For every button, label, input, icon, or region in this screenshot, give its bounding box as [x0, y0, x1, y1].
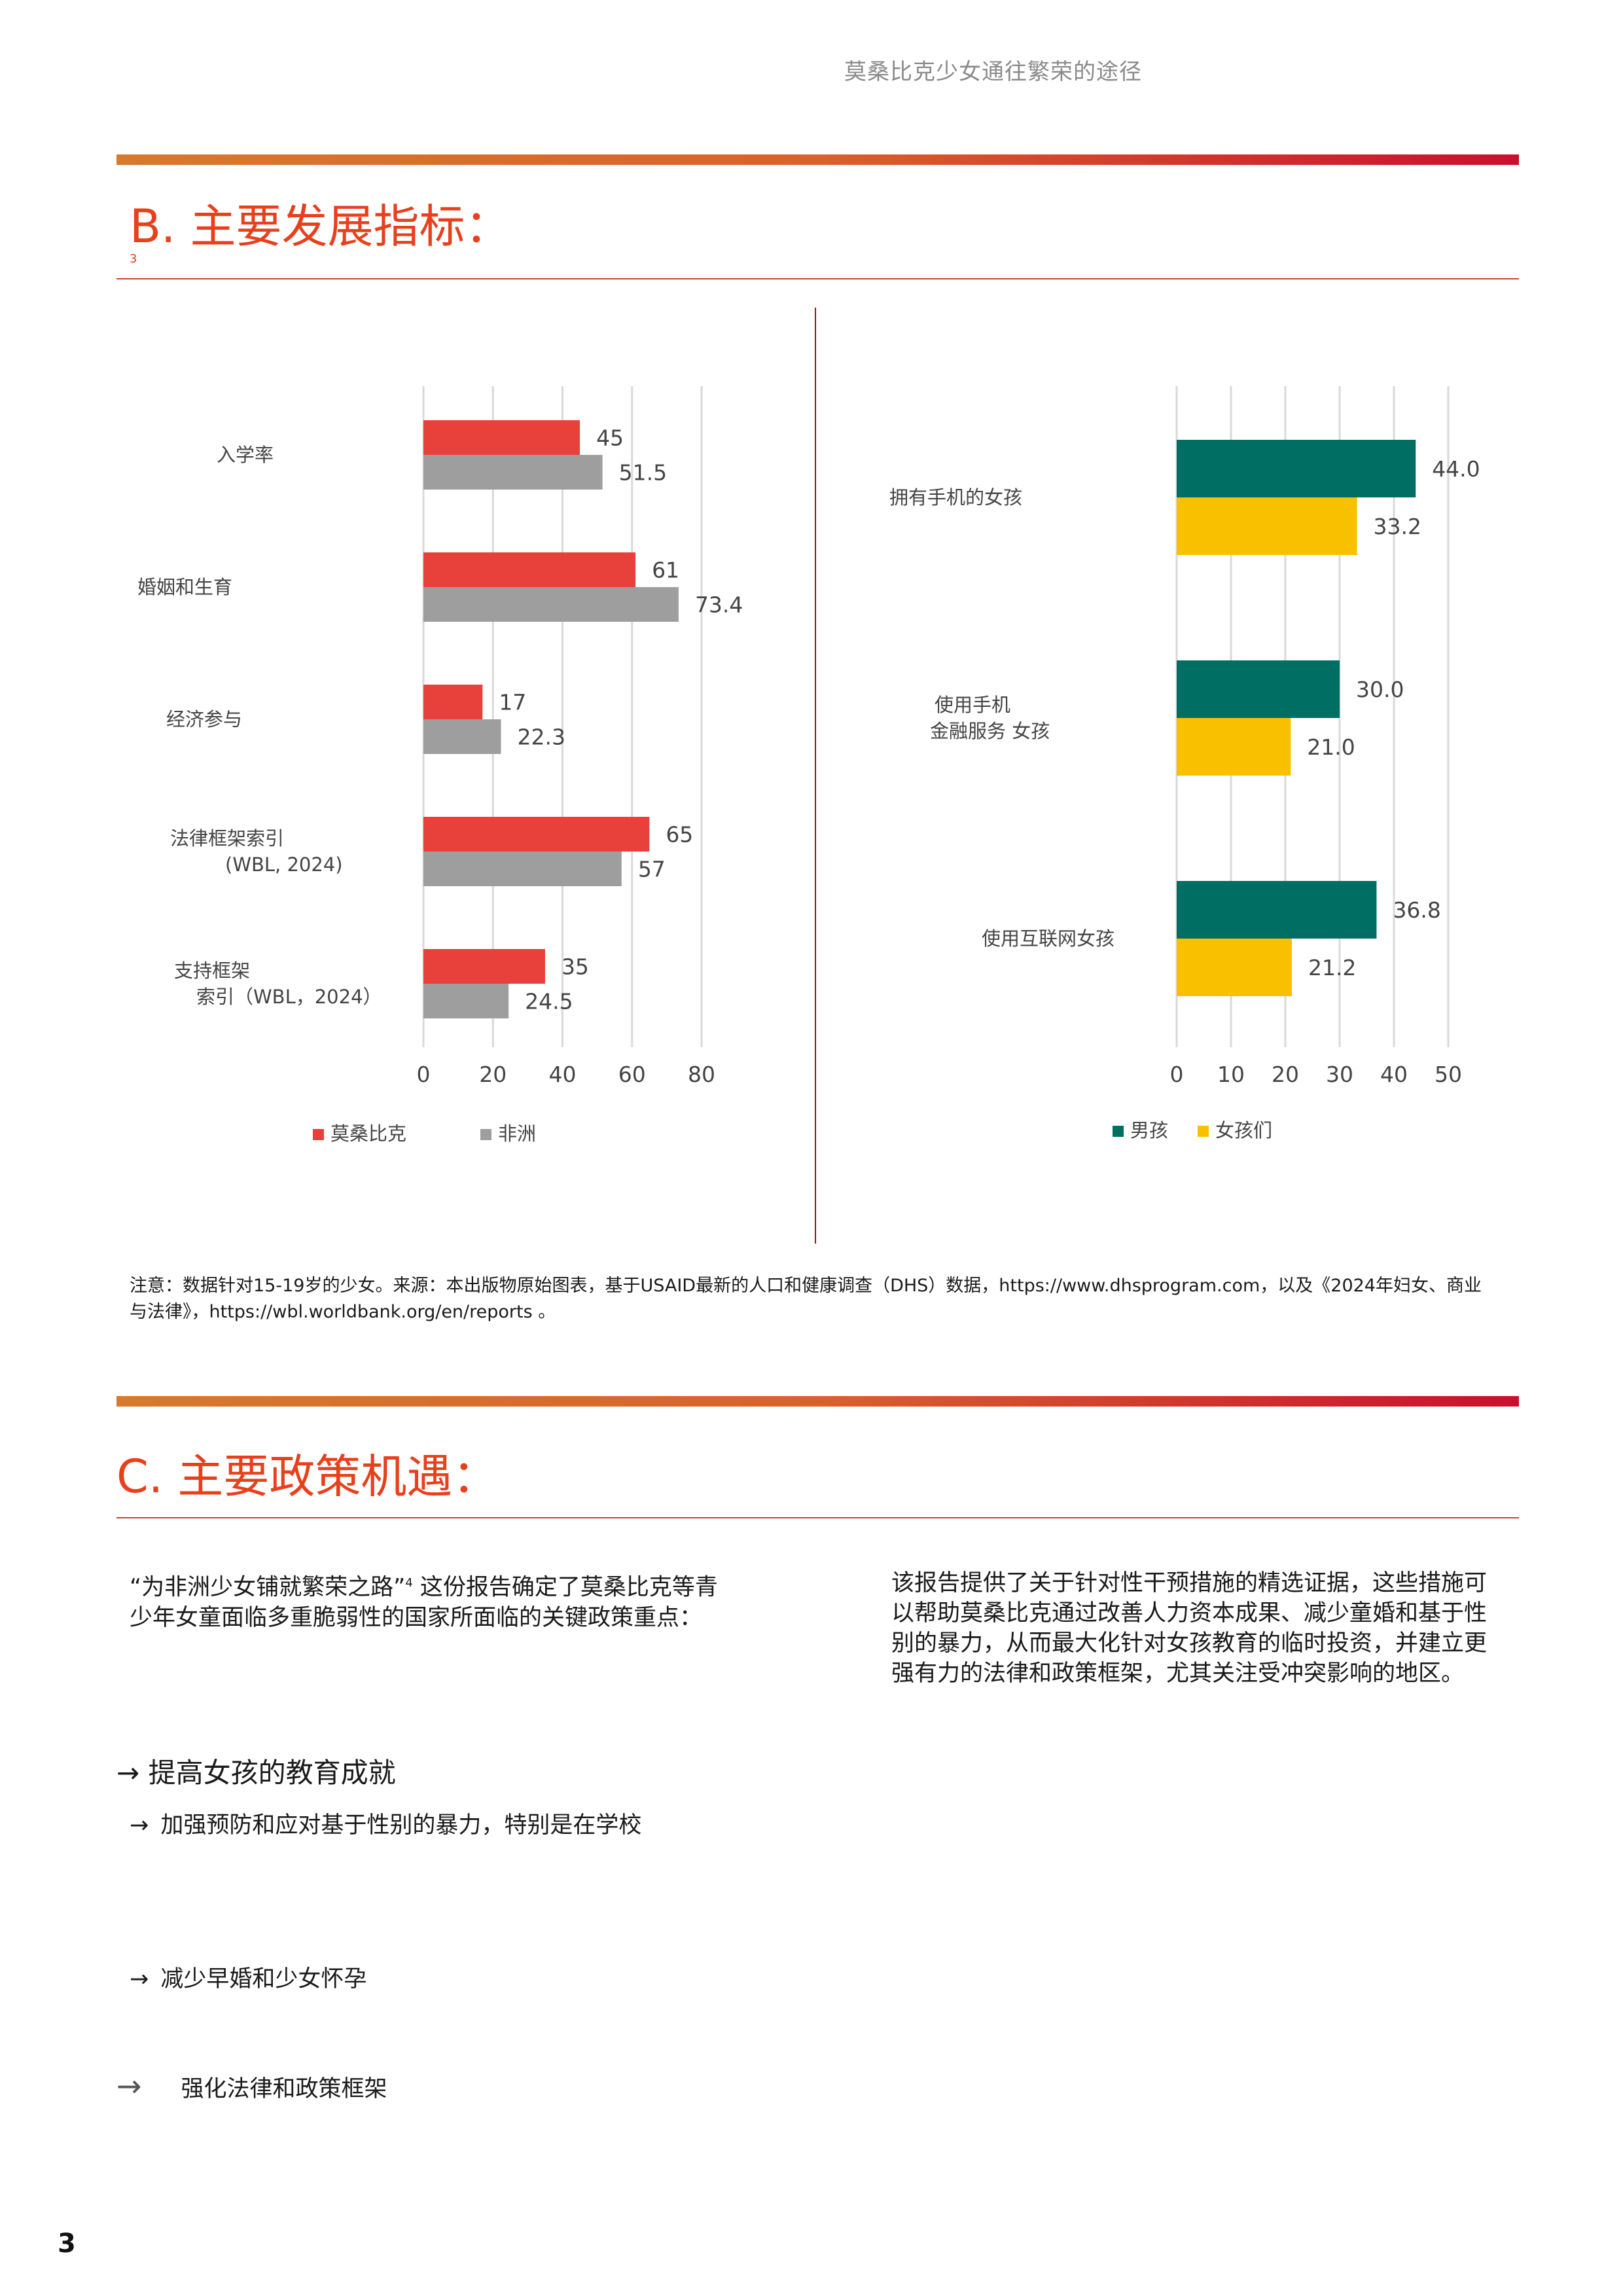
arrow-right-icon: → — [116, 1757, 140, 1789]
running-title: 莫桑比克少女通往繁荣的途径 — [844, 59, 1142, 85]
category-label: 入学率 — [217, 444, 274, 466]
section-c-intro: “为非洲少女铺就繁荣之路”4 这份报告确定了莫桑比克等青少年女童面临多重脆弱性的… — [130, 1568, 732, 1633]
bar — [423, 984, 509, 1018]
category-label: 支持框架 — [174, 960, 250, 982]
x-tick-label: 10 — [1217, 1062, 1245, 1087]
bar — [1177, 440, 1416, 497]
bar — [423, 587, 679, 622]
bar — [423, 552, 636, 587]
data-label: 24.5 — [525, 989, 573, 1014]
data-label: 45 — [596, 425, 624, 451]
bar — [423, 852, 622, 886]
bar — [1177, 660, 1340, 718]
x-tick-label: 20 — [1272, 1062, 1299, 1087]
x-tick-label: 0 — [417, 1062, 431, 1087]
policy-bullet-4: → 强化法律和政策框架 — [116, 2068, 660, 2104]
bar — [423, 949, 545, 984]
report-footnote-ref: 4 — [405, 1576, 413, 1590]
category-label: 索引（WBL，2024） — [196, 986, 382, 1008]
legend-label: 非洲 — [498, 1122, 536, 1145]
page-number: 3 — [58, 2229, 76, 2259]
section-b-rule — [116, 278, 1519, 279]
section-c-top-bar — [116, 1396, 1519, 1407]
x-tick-label: 50 — [1435, 1062, 1462, 1087]
data-label: 17 — [499, 690, 526, 715]
data-label: 57 — [638, 857, 666, 882]
x-tick-label: 40 — [1380, 1062, 1408, 1087]
legend-label: 女孩们 — [1215, 1119, 1272, 1141]
data-label: 61 — [652, 558, 679, 583]
legend-swatch — [1198, 1126, 1209, 1137]
policy-bullet-1: → 提高女孩的教育成就 — [116, 1751, 705, 1791]
policy-bullet-3: → 减少早婚和少女怀孕 — [130, 1960, 673, 1994]
x-tick-label: 60 — [618, 1062, 646, 1087]
category-label: 法律框架索引 — [170, 827, 284, 850]
x-tick-label: 0 — [1170, 1062, 1184, 1087]
chart-divider — [815, 308, 816, 1244]
category-label: 经济参与 — [166, 708, 242, 730]
category-label: 拥有手机的女孩 — [889, 486, 1022, 509]
bar — [1177, 718, 1291, 776]
section-b-top-bar — [116, 154, 1519, 165]
bar — [423, 719, 501, 754]
bar — [423, 685, 483, 719]
x-tick-label: 40 — [549, 1062, 577, 1087]
bar — [423, 420, 580, 455]
legend-swatch — [313, 1129, 324, 1140]
report-title-quote: “为非洲少女铺就繁荣之路” — [130, 1574, 406, 1601]
section-c-evidence-text: 该报告提供了关于针对性干预措施的精选证据，这些措施可以帮助莫桑比克通过改善人力资… — [891, 1570, 1488, 1687]
chart-left: 0 20 40 60 80 45 51.5 入学率 61 73.4 婚姻和生育 17 22.3 经济参与 6… — [137, 386, 743, 1145]
data-label: 35 — [562, 954, 589, 980]
bar — [1177, 881, 1377, 939]
bar — [423, 455, 603, 490]
category-label: 使用互联网女孩 — [982, 927, 1115, 950]
chart-right: 0 10 20 30 40 50 44.0 33.2 拥有手机的女孩 30.0 21.0 使用手机金融… — [889, 386, 1480, 1141]
legend-swatch — [1113, 1126, 1124, 1137]
policy-bullet-text: 提高女孩的教育成就 — [148, 1757, 396, 1789]
category-label: 使用手机 — [935, 694, 1010, 716]
x-tick-label: 80 — [688, 1062, 715, 1087]
bar — [1177, 497, 1357, 555]
report-intro-text: 这份报告确定了莫桑比克等青少年女童面临多重脆弱性的国家所面临的关键政策重点： — [130, 1574, 718, 1631]
source-note: 注意：数据针对15-19岁的少女。来源：本出版物原始图表，基于USAID最新的人… — [130, 1276, 1482, 1322]
category-label: 婚姻和生育 — [137, 576, 232, 598]
bar — [423, 817, 650, 852]
category-label: 金融服务 女孩 — [930, 720, 1050, 742]
data-label: 30.0 — [1356, 677, 1404, 702]
data-label: 51.5 — [619, 460, 667, 486]
data-label: 65 — [666, 822, 693, 848]
arrow-right-icon: → — [130, 1966, 149, 1992]
data-label: 44.0 — [1432, 456, 1480, 482]
category-label: (WBL, 2024) — [225, 853, 343, 876]
data-label: 21.0 — [1307, 734, 1355, 760]
bar — [1177, 939, 1292, 996]
legend-label: 男孩 — [1130, 1119, 1168, 1141]
data-label: 73.4 — [695, 592, 743, 618]
data-label: 21.2 — [1308, 955, 1356, 980]
data-label: 33.2 — [1374, 514, 1421, 539]
x-tick-label: 30 — [1326, 1062, 1353, 1087]
x-tick-label: 20 — [479, 1062, 507, 1087]
policy-bullet-2: → 加强预防和应对基于性别的暴力，特别是在学校 — [130, 1810, 673, 1840]
section-c-rule — [116, 1517, 1519, 1518]
arrow-right-icon: → — [130, 1812, 149, 1839]
policy-bullet-text: 减少早婚和少女怀孕 — [160, 1966, 367, 1992]
data-label: 22.3 — [517, 725, 565, 750]
section-c-title: C. 主要政策机遇： — [116, 1450, 499, 1503]
policy-bullet-text: 强化法律和政策框架 — [181, 2076, 387, 2102]
data-label: 36.8 — [1393, 897, 1440, 923]
arrow-right-icon: → — [116, 2068, 142, 2104]
policy-bullet-text: 加强预防和应对基于性别的暴力，特别是在学校 — [160, 1812, 642, 1839]
section-b-title: B. 主要发展指标： — [130, 200, 511, 253]
legend-label: 莫桑比克 — [330, 1122, 406, 1145]
legend-swatch — [480, 1129, 491, 1140]
section-b-footnote-ref: 3 — [130, 252, 137, 266]
